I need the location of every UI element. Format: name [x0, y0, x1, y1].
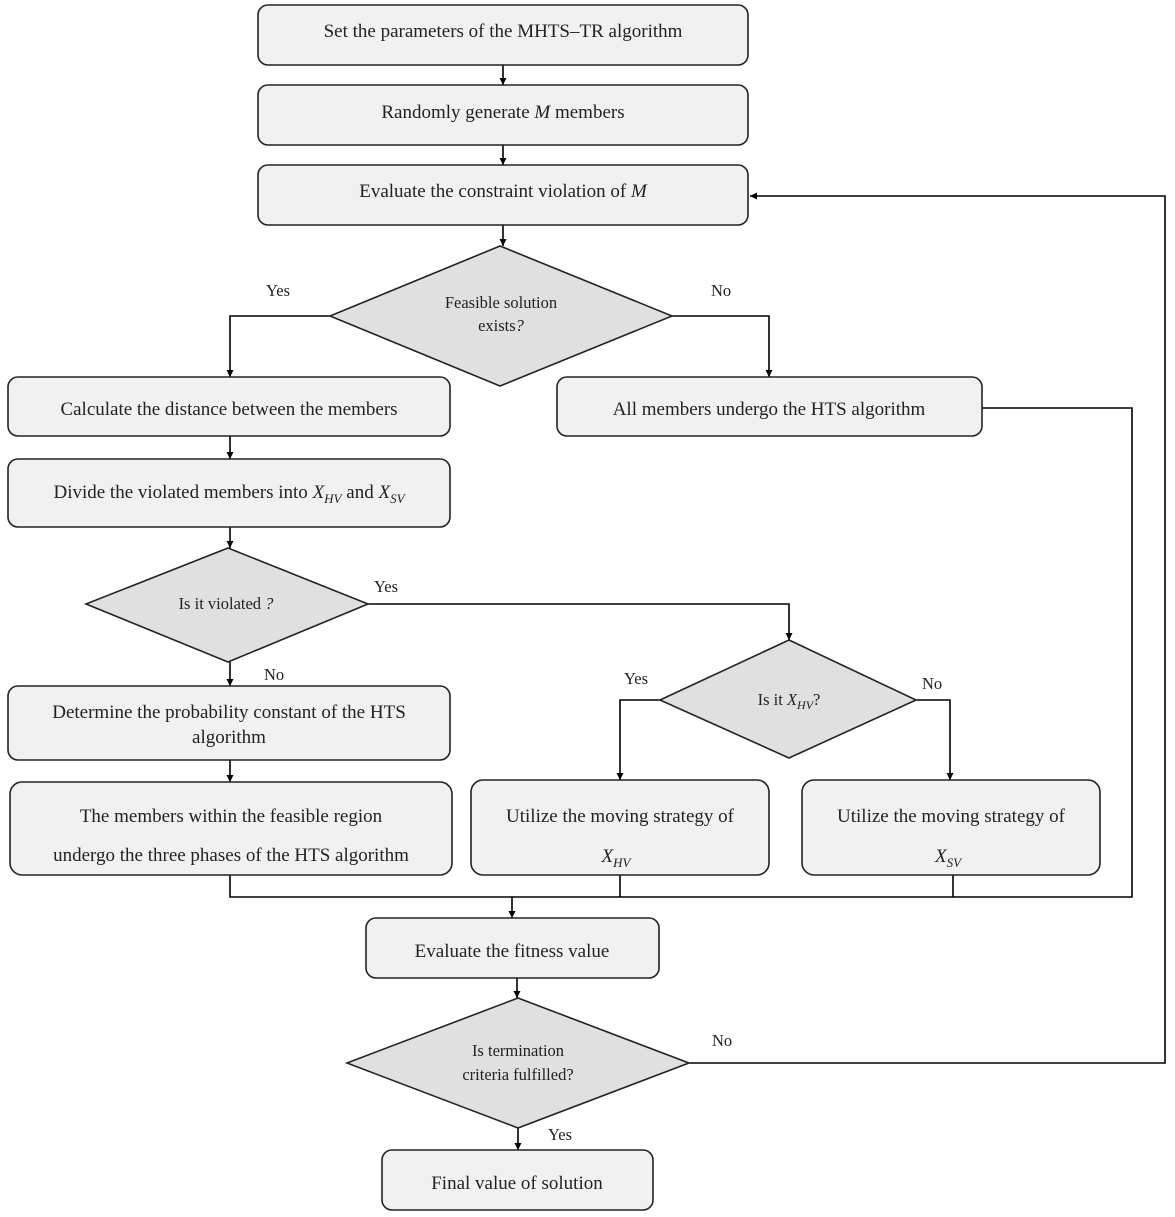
node-divide-violated: Divide the violated members into XHV and…: [7, 458, 451, 528]
node-evaluate-fitness: Evaluate the fitness value: [365, 917, 660, 979]
arrow-termination-no-loop: [689, 192, 1166, 1064]
decision-is-xhv: Is it XHV?: [658, 639, 918, 759]
arrow-feasible-no: [672, 315, 773, 377]
moving-sv-line1: Utilize the moving strategy of: [837, 806, 1066, 827]
node-random-generate: Randomly generate M members: [257, 84, 749, 146]
label-violated-yes: Yes: [374, 577, 398, 596]
evaluate-fitness-text: Evaluate the fitness value: [415, 941, 610, 962]
arrow-xhv-no: [916, 699, 954, 780]
connector-merge-line: [229, 407, 1133, 898]
label-xhv-no: No: [922, 674, 942, 693]
decision-is-violated: Is it violated ?: [83, 547, 371, 663]
random-generate-text: Randomly generate M members: [381, 102, 624, 123]
calculate-distance-text: Calculate the distance between the membe…: [60, 399, 397, 420]
divide-violated-text: Divide the violated members into XHV and…: [53, 482, 406, 506]
node-moving-strategy-hv: Utilize the moving strategy of XHV: [470, 779, 770, 876]
node-calculate-distance: Calculate the distance between the membe…: [7, 376, 451, 437]
all-members-hts-text: All members undergo the HTS algorithm: [613, 399, 926, 420]
node-probability-constant: Determine the probability constant of th…: [7, 685, 451, 761]
branch-labels: Yes No Yes No Yes No No Yes: [264, 281, 942, 1144]
evaluate-violation-text: Evaluate the constraint violation of M: [359, 181, 648, 202]
decision-feasible-solution: Feasible solution exists?: [327, 245, 675, 387]
termination-line2: criteria fulfilled?: [462, 1065, 573, 1084]
label-violated-no: No: [264, 665, 284, 684]
node-evaluate-violation: Evaluate the constraint violation of M: [257, 164, 749, 226]
arrow-xhv-yes: [616, 699, 660, 780]
arrow-violated-yes: [368, 603, 793, 640]
node-moving-strategy-sv: Utilize the moving strategy of XSV: [801, 779, 1101, 876]
label-xhv-yes: Yes: [624, 669, 648, 688]
node-feasible-members-hts: The members within the feasible region u…: [9, 781, 453, 876]
final-value-text: Final value of solution: [431, 1173, 603, 1194]
label-feasible-no: No: [711, 281, 731, 300]
label-feasible-yes: Yes: [266, 281, 290, 300]
is-xhv-text: Is it XHV?: [758, 690, 821, 712]
node-all-members-hts: All members undergo the HTS algorithm: [556, 376, 983, 437]
node-final-value: Final value of solution: [381, 1149, 654, 1211]
label-termination-no: No: [712, 1031, 732, 1050]
moving-hv-line2: XHV: [601, 846, 633, 870]
feasible-members-line1: The members within the feasible region: [80, 806, 383, 827]
is-violated-text: Is it violated ?: [179, 594, 275, 613]
label-termination-yes: Yes: [548, 1125, 572, 1144]
probability-line2: algorithm: [192, 727, 266, 748]
probability-line1: Determine the probability constant of th…: [52, 702, 406, 723]
feasible-members-line2: undergo the three phases of the HTS algo…: [53, 845, 409, 866]
decision-termination: Is termination criteria fulfilled?: [344, 997, 692, 1129]
feasible-line1: Feasible solution: [445, 293, 557, 312]
moving-hv-line1: Utilize the moving strategy of: [506, 806, 735, 827]
connectors: [226, 65, 1166, 1150]
node-set-parameters: Set the parameters of the MHTS–TR algori…: [257, 4, 749, 66]
arrow-feasible-yes: [226, 315, 330, 377]
moving-sv-line2: XSV: [934, 846, 963, 870]
set-parameters-text: Set the parameters of the MHTS–TR algori…: [324, 21, 683, 42]
feasible-line2: exists?: [478, 316, 525, 335]
termination-line1: Is termination: [472, 1041, 564, 1060]
